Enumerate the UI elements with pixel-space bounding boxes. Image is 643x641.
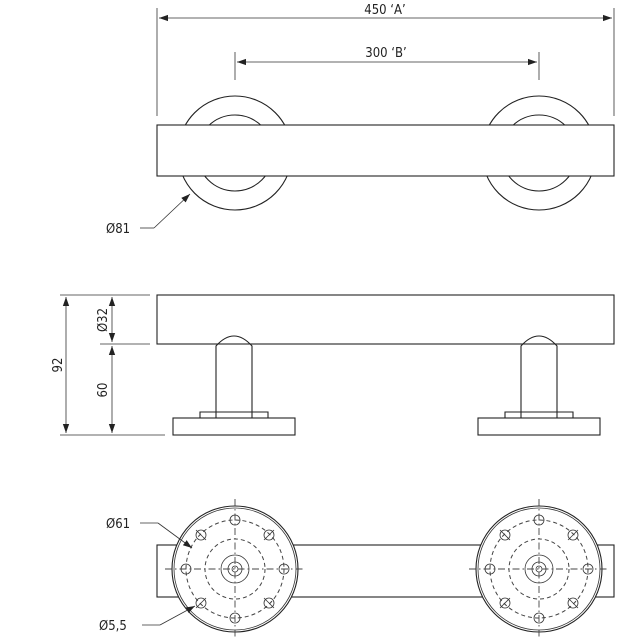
dim-height: 92 [51,294,165,436]
left-flange [165,499,305,639]
dim-overall-length: 450 ‘A’ [156,3,615,116]
dim-tube: Ø32 [96,297,150,345]
dim-bolt-circle: Ø61 [106,517,193,549]
dim-hole-label: Ø5,5 [99,619,127,634]
dim-center-distance: 300 ‘B’ [234,46,540,80]
right-flange [469,499,609,639]
dim-height-label: 92 [51,358,66,373]
dim-bolt-circle-label: Ø61 [106,517,130,532]
grab-bar-top [156,124,615,177]
dim-standoff: 60 [96,346,116,433]
dim-hole: Ø5,5 [99,605,196,634]
bottom-view: Ø61 Ø5,5 [99,499,615,639]
dim-tube-label: Ø32 [96,308,111,332]
grab-bar-side [156,294,615,345]
side-view: 92 Ø32 60 [51,294,615,436]
right-post [477,335,601,436]
dim-center-label: 300 ‘B’ [365,46,406,61]
dim-rose-label: Ø81 [106,222,130,237]
dim-overall-label: 450 ‘A’ [364,3,405,18]
dim-rose-diameter: Ø81 [106,193,191,237]
top-view: 450 ‘A’ 300 ‘B’ Ø81 [106,3,615,237]
dim-standoff-label: 60 [96,383,111,398]
left-post [172,335,296,436]
